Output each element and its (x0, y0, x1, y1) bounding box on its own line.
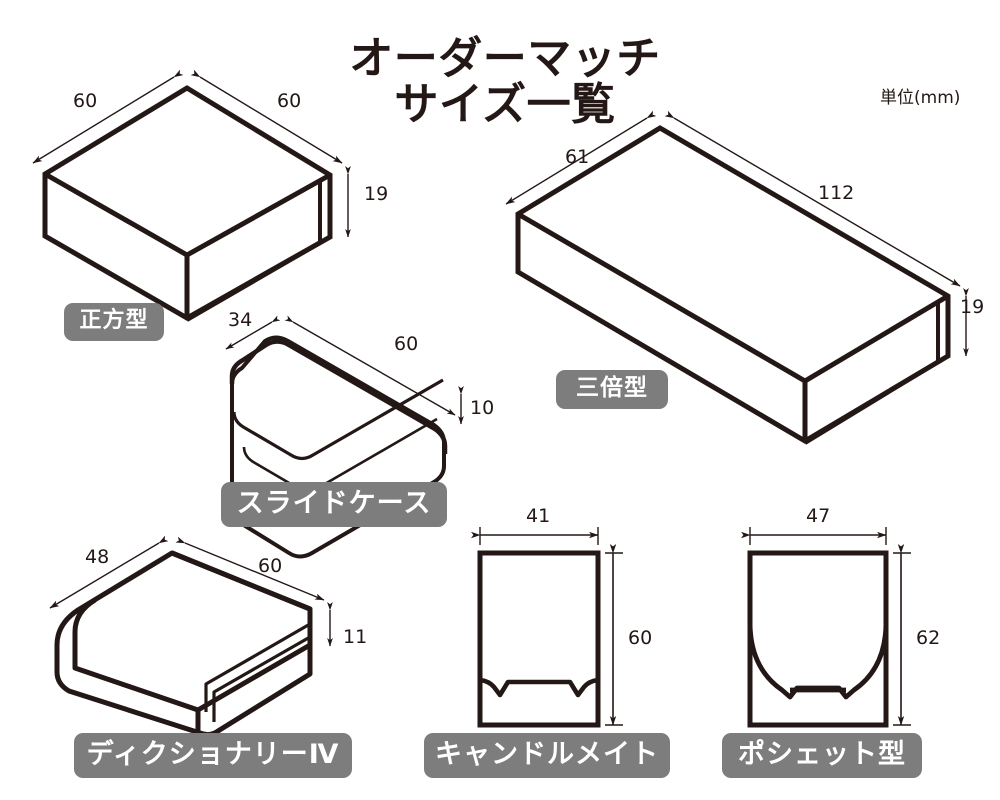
dim-dictionary-width: 48 (85, 546, 110, 568)
dim-dictionary-height: 11 (343, 626, 368, 648)
dictionary-dim-line-length (175, 536, 325, 601)
drawing-pochette (741, 527, 911, 728)
drawing-dictionary (49, 535, 333, 738)
dim-dictionary-length: 60 (258, 555, 283, 577)
dictionary-page-line1 (204, 622, 311, 712)
page-title-line1: オーダーマッチ (349, 33, 661, 84)
triple-dim-line-width (505, 110, 657, 205)
triple-dim-line-length (664, 110, 961, 287)
dim-triple-width: 61 (565, 146, 590, 168)
dim-square-height: 19 (364, 183, 389, 205)
dim-square-width-right: 60 (277, 90, 302, 112)
dim-slide-height: 10 (470, 397, 495, 419)
slide-case-drawer-line2 (310, 417, 438, 494)
slide-dim-line-length (284, 315, 456, 416)
square-dim-line-right (190, 69, 343, 164)
dictionary-dim-line-width (49, 535, 169, 609)
dictionary-front-edge (196, 642, 312, 713)
candle-mate-outline (477, 550, 601, 728)
dim-triple-length: 112 (818, 182, 855, 204)
dim-slide-width: 34 (228, 309, 253, 331)
badge-candle-mate: キャンドルメイト (424, 733, 670, 778)
page-title: オーダーマッチ サイズ一覧 (330, 33, 680, 128)
dim-slide-length: 60 (394, 333, 419, 355)
unit-note: 単位(mm) (880, 88, 961, 108)
pochette-outline (747, 550, 889, 728)
dim-candle-height: 60 (628, 627, 653, 649)
badge-slide-case: スライドケース (221, 482, 447, 527)
badge-dictionary: ディクショナリーⅣ (74, 733, 352, 778)
slide-case-drawer-line (242, 446, 297, 489)
triple-box-sleeve-line (803, 302, 940, 445)
slide-case-lid-split (232, 378, 444, 461)
drawing-square (32, 69, 351, 322)
dictionary-page-line2 (212, 635, 311, 722)
square-dim-line-left (32, 69, 184, 164)
dim-square-width-left: 60 (73, 90, 98, 112)
badge-pochette: ポシェット型 (722, 733, 922, 778)
drawing-triple (505, 110, 969, 445)
dim-pochette-width: 47 (806, 505, 831, 527)
candle-mate-gusset (479, 677, 599, 698)
square-box-sleeve-line (185, 181, 322, 322)
slide-dim-line-width (225, 315, 281, 350)
dim-candle-width: 41 (526, 505, 551, 527)
dim-triple-height: 19 (960, 296, 985, 318)
dim-pochette-height: 62 (916, 627, 941, 649)
drawing-candle-mate (471, 527, 623, 728)
badge-triple: 三倍型 (556, 370, 668, 409)
badge-square: 正方型 (64, 303, 164, 341)
